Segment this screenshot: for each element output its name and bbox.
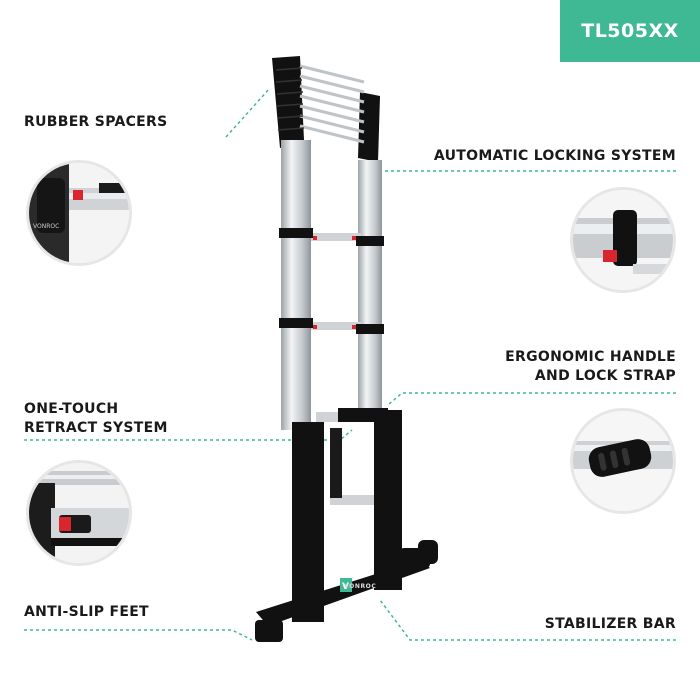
lower-black-section [292, 408, 402, 622]
stabilizer-bar [255, 540, 438, 642]
brand-plate: V [340, 578, 352, 592]
brand-wordmark: VONROC [344, 583, 377, 590]
left-rail-upper [281, 140, 311, 430]
label-anti-slip-feet: ANTI-SLIP FEET [24, 604, 149, 620]
label-ergonomic-handle: ERGONOMIC HANDLE AND LOCK STRAP [505, 348, 676, 386]
label-automatic-locking-system: AUTOMATIC LOCKING SYSTEM [433, 148, 676, 164]
label-one-touch-retract: ONE-TOUCH RETRACT SYSTEM [24, 400, 168, 438]
label-ergonomic-line-1: ERGONOMIC HANDLE [505, 349, 676, 365]
label-one-touch-line-2: RETRACT SYSTEM [24, 420, 168, 436]
detail-one-touch-retract [26, 460, 132, 566]
label-rubber-spacers: RUBBER SPACERS [24, 114, 168, 130]
model-number: TL505XX [581, 20, 679, 42]
right-rail-upper [358, 160, 382, 420]
rubber-spacer-stack [272, 56, 380, 162]
model-badge: TL505XX [560, 0, 700, 62]
brand-initial: V [342, 582, 349, 592]
svg-text:VONROC: VONROC [33, 223, 59, 230]
label-stabilizer-bar: STABILIZER BAR [544, 616, 676, 632]
detail-automatic-locking [570, 187, 676, 293]
leader-lines [24, 87, 676, 641]
detail-ergonomic-handle [570, 408, 676, 514]
label-ergonomic-line-2: AND LOCK STRAP [534, 368, 676, 384]
label-one-touch-line-1: ONE-TOUCH [24, 401, 119, 417]
rail-collars [279, 228, 384, 334]
